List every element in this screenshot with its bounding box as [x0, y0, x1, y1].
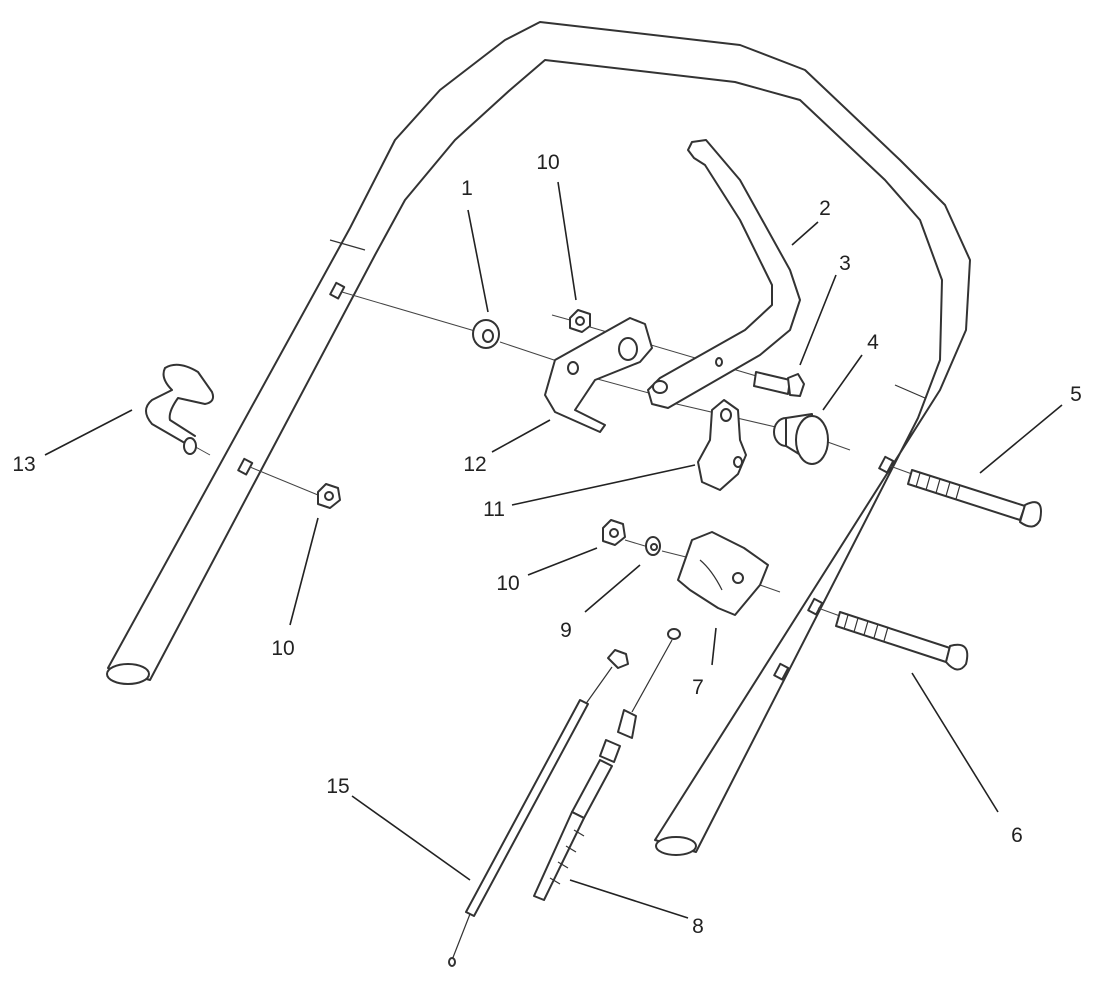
bail-lever	[647, 139, 801, 409]
callout-8: 8	[692, 915, 704, 938]
long-bolt-upper	[907, 469, 1042, 528]
callout-3: 3	[839, 252, 851, 275]
spacer	[472, 319, 500, 349]
callout-11: 11	[483, 498, 505, 521]
callout-5: 5	[1070, 383, 1082, 406]
short-bolt	[753, 371, 805, 397]
callout-13: 13	[12, 453, 35, 476]
callout-15: 15	[326, 775, 349, 798]
callout-7: 7	[692, 676, 704, 699]
callout-9: 9	[560, 619, 572, 642]
callout-10-lower: 10	[496, 572, 519, 595]
callout-6: 6	[1011, 824, 1023, 847]
callout-4: 4	[867, 331, 879, 354]
nut-lower	[602, 519, 626, 546]
callout-10-left: 10	[271, 637, 294, 660]
callout-12: 12	[463, 453, 486, 476]
long-bolt-lower	[835, 611, 969, 671]
washer	[645, 536, 661, 556]
latch-cam	[697, 399, 747, 491]
bracket	[544, 317, 653, 433]
knob-spacer	[773, 413, 829, 465]
cable-clamp	[677, 531, 769, 616]
control-cable	[448, 649, 629, 967]
callout-1: 1	[461, 177, 473, 200]
nut-left	[317, 483, 341, 509]
handle-tube	[106, 21, 971, 856]
callout-2: 2	[819, 197, 831, 220]
hairpin-clip	[145, 363, 215, 455]
callout-10-upper: 10	[536, 151, 559, 174]
leader-lines	[44, 181, 1063, 919]
adjuster-cable	[533, 628, 681, 901]
nut-upper	[569, 309, 591, 333]
callout-labels: 1 2 3 4 5 6 7 8 9 10 10 10 11 12 13 15	[12, 151, 1082, 938]
